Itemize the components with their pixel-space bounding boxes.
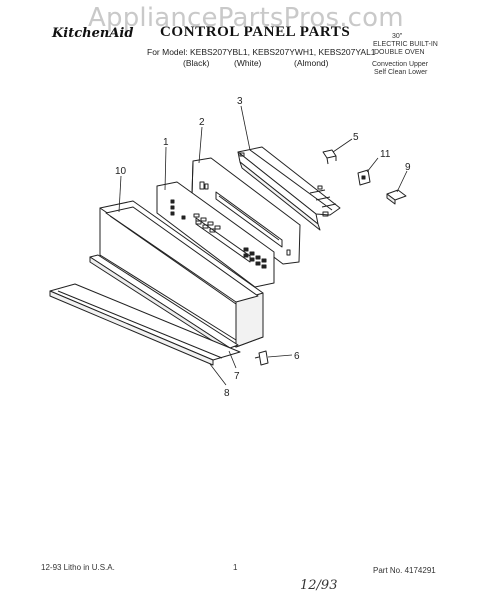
leader-1 xyxy=(164,146,167,191)
color-almond: (Almond) xyxy=(294,58,329,68)
oven-size: 30" xyxy=(392,33,403,40)
callout-10: 10 xyxy=(115,166,127,177)
print-note: 12-93 Litho in U.S.A. xyxy=(41,563,115,572)
callout-7: 7 xyxy=(234,371,240,382)
part-number: Part No. 4174291 xyxy=(373,566,436,575)
leader-8 xyxy=(209,363,227,386)
callout-2: 2 xyxy=(199,117,205,128)
leader-10 xyxy=(118,175,122,213)
part-2-control-board xyxy=(191,157,301,265)
part-1-touch-overlay xyxy=(156,181,275,288)
part-8-vent-trim xyxy=(49,283,241,366)
color-black: (Black) xyxy=(183,58,210,68)
part-11-bracket xyxy=(357,169,371,186)
callout-6: 6 xyxy=(294,351,300,362)
callout-8: 8 xyxy=(224,388,230,399)
callout-9: 9 xyxy=(405,162,411,173)
color-white: (White) xyxy=(234,58,262,68)
part-6-clip xyxy=(254,350,269,366)
leader-11 xyxy=(366,157,379,173)
leader-2 xyxy=(198,126,203,164)
model-list: For Model: KEBS207YBL1, KEBS207YWH1, KEB… xyxy=(147,47,376,57)
oven-type-line2: DOUBLE OVEN xyxy=(374,49,425,56)
leader-3 xyxy=(240,105,251,151)
callout-5: 5 xyxy=(353,132,359,143)
part-9-clip xyxy=(386,189,407,205)
part-10-panel-trim xyxy=(99,200,267,348)
callout-11: 11 xyxy=(380,149,391,160)
leader-5 xyxy=(332,138,353,153)
leader-9 xyxy=(396,170,408,193)
part-3-control-housing xyxy=(237,146,341,231)
leader-6 xyxy=(267,354,293,358)
callout-3: 3 xyxy=(237,96,243,107)
part-5-clip xyxy=(322,149,337,165)
oven-type-line1: ELECTRIC BUILT-IN xyxy=(373,41,438,48)
handwritten-date: 12/93 xyxy=(300,578,338,593)
oven-feature-line2: Self Clean Lower xyxy=(374,69,428,76)
page-title: CONTROL PANEL PARTS xyxy=(160,24,351,40)
brand-logo: KitchenAid xyxy=(52,26,134,41)
leader-7 xyxy=(228,350,237,369)
oven-feature-line1: Convection Upper xyxy=(372,61,429,68)
page-number: 1 xyxy=(233,563,238,572)
callout-1: 1 xyxy=(163,137,169,148)
watermark: AppliancePartsPros.com xyxy=(88,3,404,33)
